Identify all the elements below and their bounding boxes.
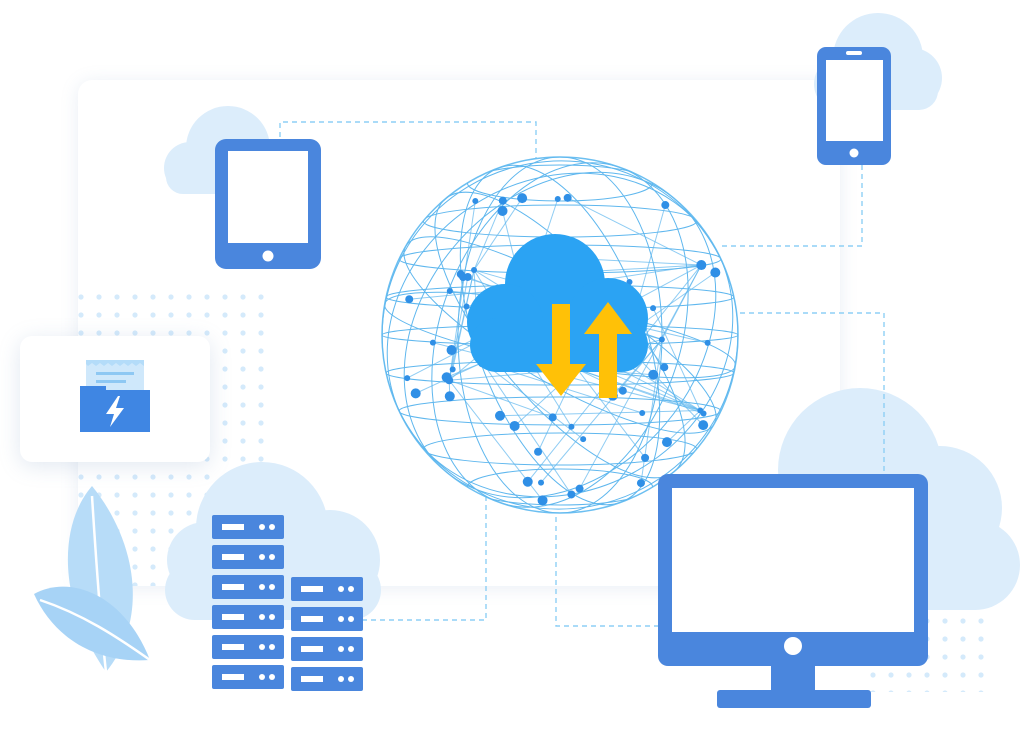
server-unit — [291, 637, 363, 661]
server-unit — [212, 665, 284, 689]
server-rack-icon — [212, 515, 363, 691]
network-node — [636, 479, 645, 488]
network-node — [538, 479, 545, 486]
network-node — [405, 295, 414, 304]
network-node — [661, 201, 670, 210]
network-node — [429, 339, 436, 346]
upload-arrow-icon — [584, 302, 632, 398]
server-unit — [212, 515, 284, 539]
network-node — [472, 197, 479, 204]
network-node — [445, 376, 454, 385]
leaf-plant-icon — [34, 486, 151, 673]
server-unit — [212, 545, 284, 569]
network-node — [509, 420, 520, 431]
network-node — [537, 495, 548, 506]
server-unit — [291, 607, 363, 631]
network-node — [567, 490, 576, 499]
server-unit — [212, 605, 284, 629]
network-node — [449, 366, 456, 373]
network-node — [704, 339, 711, 346]
network-node — [710, 267, 721, 278]
folder-lightning-icon — [80, 360, 150, 432]
network-node — [658, 336, 665, 343]
network-node — [517, 193, 528, 204]
network-node — [700, 410, 707, 417]
network-node — [580, 436, 587, 443]
network-node — [534, 447, 543, 456]
download-arrow-icon — [536, 304, 586, 396]
network-node — [660, 363, 669, 372]
network-node — [641, 453, 650, 462]
network-node — [446, 345, 457, 356]
smartphone-icon — [817, 47, 891, 165]
network-node — [522, 476, 533, 487]
network-node — [563, 193, 572, 202]
network-node — [497, 205, 508, 216]
tablet-icon — [215, 139, 321, 269]
network-node — [548, 413, 557, 422]
network-node — [471, 267, 478, 274]
file-transfer-card — [20, 336, 210, 462]
network-node — [618, 386, 627, 395]
network-node — [639, 409, 646, 416]
network-node — [554, 195, 561, 202]
network-node — [404, 375, 411, 382]
network-node — [648, 369, 659, 380]
network-node — [661, 437, 672, 448]
network-node — [698, 420, 709, 431]
network-node — [650, 305, 657, 312]
network-node — [575, 484, 584, 493]
network-node — [410, 388, 421, 399]
network-node — [498, 196, 507, 205]
network-node — [463, 303, 470, 310]
network-node — [568, 423, 575, 430]
desktop-monitor-icon — [658, 474, 928, 708]
network-node — [444, 391, 455, 402]
server-unit — [212, 635, 284, 659]
cloud-sync-icon — [467, 234, 648, 398]
server-unit — [291, 667, 363, 691]
server-unit — [212, 575, 284, 599]
server-unit — [291, 577, 363, 601]
network-node — [456, 270, 465, 279]
network-node — [495, 410, 506, 421]
network-node — [446, 288, 453, 295]
network-node — [696, 260, 707, 271]
